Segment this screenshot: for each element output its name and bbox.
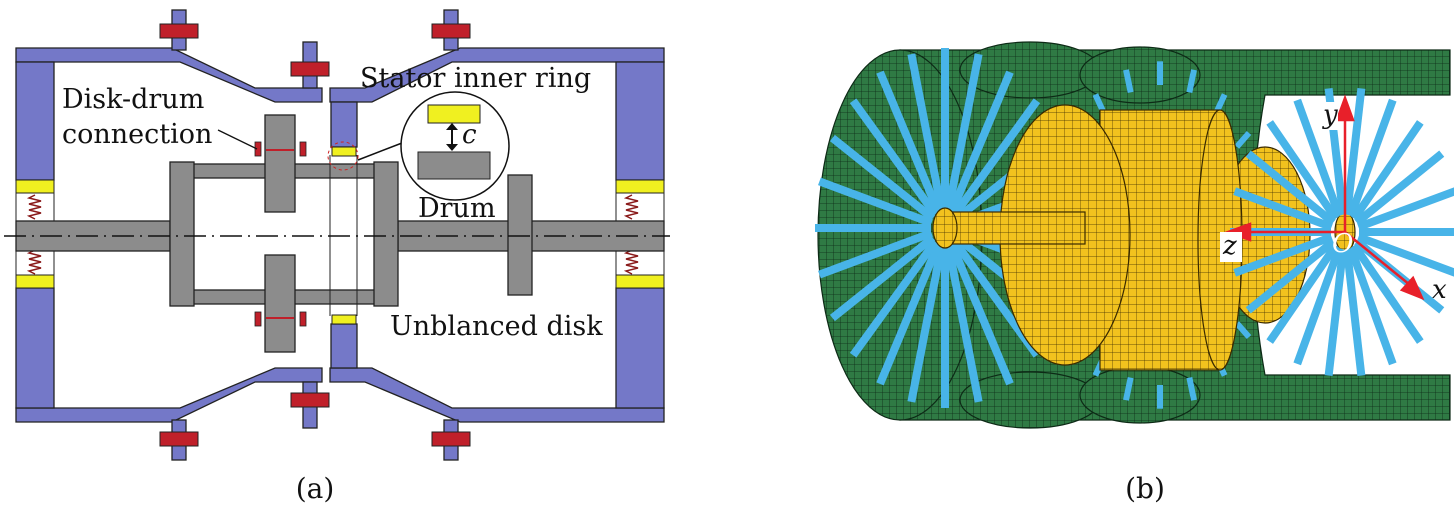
spoke [1123,377,1134,401]
spoke [944,53,983,211]
bolt [290,61,330,77]
clearance-inset: c [357,91,510,201]
spoke [1186,69,1197,93]
caption-b: (b) [1125,472,1165,505]
drum-label: Drum [418,193,496,224]
spoke [1266,120,1340,221]
spoke [849,239,939,358]
spoke [948,70,1014,213]
spoke [829,234,936,322]
shaft [944,211,1086,245]
spoke [1266,243,1340,344]
spoke [818,229,933,279]
spoke [1234,130,1252,149]
bolt [290,392,330,408]
left-spokes [815,48,1075,408]
spoke [1186,377,1197,401]
left-support-top [15,61,55,181]
spoke [1343,88,1366,215]
spoke [1354,150,1445,226]
panel-a-schematic: c Stator inner ring Disk-drum connection… [4,9,670,505]
spoke [1293,246,1343,366]
spoke [1293,98,1343,218]
disk-drum-label-1: Disk-drum [62,84,204,115]
x-axis-label: x [1432,275,1447,305]
spoke [818,177,933,227]
spoke [1234,321,1252,340]
spoke [951,98,1041,217]
drum-flange-left [169,161,195,307]
spoke [876,70,942,213]
bolts [159,23,471,447]
x-arrow [1399,275,1425,301]
spoke [849,98,939,217]
stator-inner-ring-label: Stator inner ring [360,63,591,94]
spoke [944,245,983,403]
spoke [1343,249,1366,376]
y-arrow [1335,94,1355,122]
bolt [159,431,199,447]
spoke [1347,246,1397,366]
left-hub [932,207,958,249]
springs [26,194,639,275]
z-axis-label: z [1222,231,1237,261]
spoke [1347,98,1397,218]
spoke [1245,150,1336,226]
clearance-label: c [462,120,477,150]
spoke [876,243,942,386]
unbalanced-disk [507,174,533,296]
spoke [1233,233,1333,277]
right-spokes [1230,88,1454,376]
spoke [1245,238,1336,314]
origin-label: O [1332,229,1353,259]
disk-top [264,114,296,213]
unbalanced-disk-label: Unblanced disk [390,311,603,342]
disk-bottom [264,254,296,353]
spoke [1357,187,1454,231]
spoke [1357,233,1454,277]
stator-ring-bottom [330,323,358,369]
spoke [1324,249,1347,376]
bolt [431,23,471,39]
y-axis-label: y [1322,100,1338,130]
stator-ring-top [330,101,358,148]
left-support-bottom [15,287,55,409]
spoke [907,53,946,211]
clearance-highlight [327,141,359,171]
spoke [1233,187,1333,231]
disk-drum-label-2: connection [62,119,212,150]
drum-flange-right [373,161,399,307]
spoke [907,245,946,403]
spoke [951,239,1041,358]
spoke [1350,120,1424,221]
caption-a: (a) [296,472,335,505]
spoke [948,243,1014,386]
spoke [1350,243,1424,344]
spoke [829,134,936,222]
bolt [159,23,199,39]
rub-pads [15,146,665,325]
spoke [1123,69,1134,93]
rotor-mesh [932,104,1356,371]
right-support-bottom [615,287,665,409]
panel-b-fe-model: y z x O (b) [815,41,1454,505]
bolt [431,431,471,447]
right-support-top [615,61,665,181]
